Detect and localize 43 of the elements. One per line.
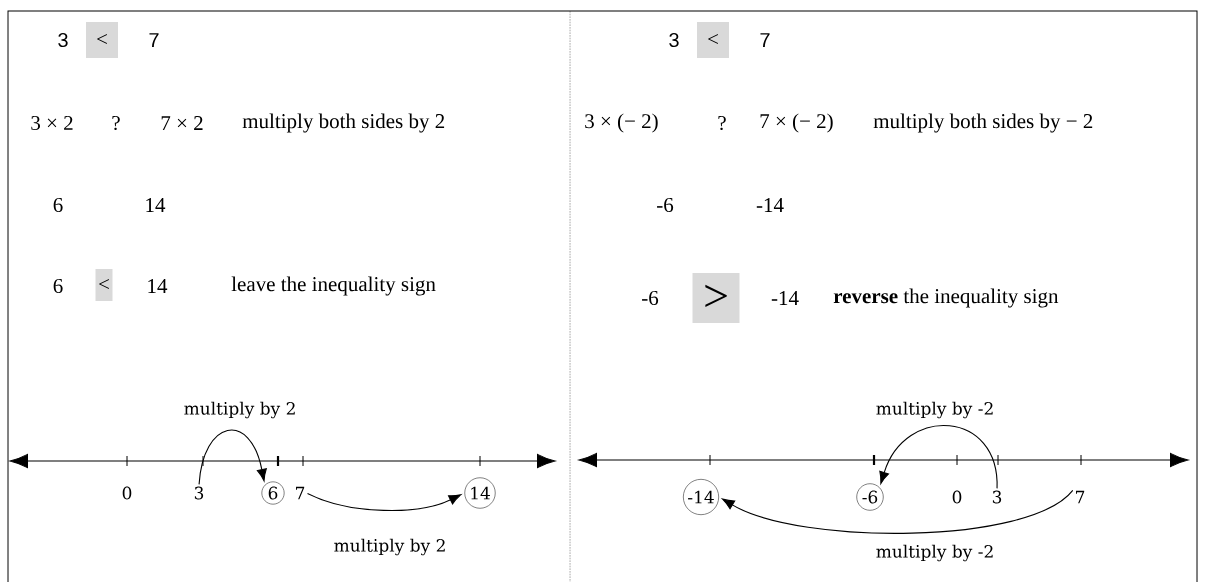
number: 7 xyxy=(149,33,159,47)
question-mark: ? xyxy=(718,115,726,131)
step-note: multiply both sides by 2 xyxy=(242,113,445,133)
tick-label: 3 xyxy=(194,486,204,500)
step-note: reverse the inequality sign xyxy=(833,288,1059,308)
number: 7 xyxy=(760,33,770,47)
curved-arrow xyxy=(198,429,267,485)
highlighted-sign: < xyxy=(86,22,118,58)
edge-label: multiply by 2 xyxy=(182,400,298,420)
circled-number: -6 xyxy=(856,483,884,511)
edge-label: multiply by -2 xyxy=(874,543,996,563)
tick-label: 3 xyxy=(992,490,1002,504)
number: -6 xyxy=(642,290,659,306)
expression: 3 × (− 2) xyxy=(585,113,658,133)
number: 6 xyxy=(53,278,63,294)
number: -14 xyxy=(771,291,799,305)
curved-arrow xyxy=(879,425,998,489)
tick-label: 0 xyxy=(952,490,962,504)
expression: 7 × (− 2) xyxy=(760,113,833,133)
step-note: leave the inequality sign xyxy=(231,276,436,296)
highlighted-sign: > xyxy=(692,273,740,323)
tick-label: 0 xyxy=(122,486,132,500)
number: 3 xyxy=(669,32,679,48)
question-mark: ? xyxy=(112,115,120,131)
tick-label: 7 xyxy=(1076,490,1085,504)
curved-arrow xyxy=(722,489,1074,534)
expression: 7 × 2 xyxy=(161,116,203,130)
edge-label: multiply by 2 xyxy=(332,537,448,557)
circled-number: 6 xyxy=(261,481,285,505)
number: 14 xyxy=(146,198,166,212)
number: 6 xyxy=(53,197,63,213)
edge-label: multiply by -2 xyxy=(874,400,996,420)
number: 14 xyxy=(148,279,168,293)
highlighted-sign: < xyxy=(95,269,113,301)
expression: 3 × 2 xyxy=(31,115,73,131)
circled-number: 14 xyxy=(464,477,496,509)
highlighted-sign: < xyxy=(697,22,729,58)
tick-label: 7 xyxy=(296,486,305,500)
number: -6 xyxy=(657,197,674,213)
curved-arrow xyxy=(306,492,462,511)
step-note: multiply both sides by − 2 xyxy=(873,113,1093,133)
number: -14 xyxy=(756,198,784,212)
circled-number: -14 xyxy=(682,478,720,516)
